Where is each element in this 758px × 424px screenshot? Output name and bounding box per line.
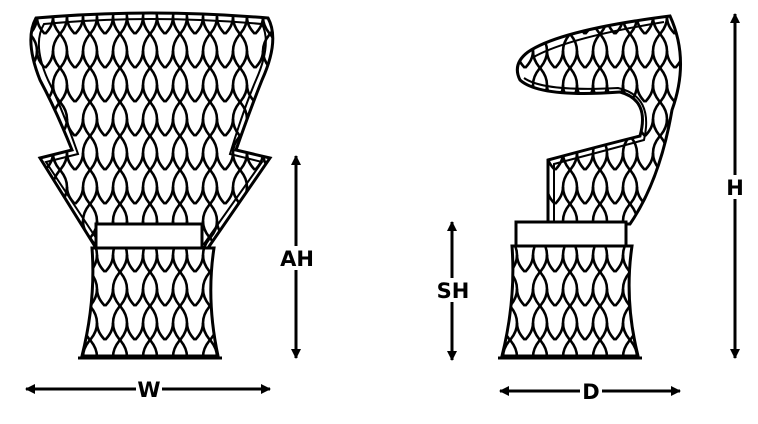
side-seat-cushion: [514, 220, 628, 248]
chair-side-view: [498, 14, 682, 360]
width-label: W: [137, 378, 160, 402]
side-base: [500, 244, 640, 358]
height-label: H: [726, 176, 744, 200]
side-backrest: [515, 14, 682, 226]
front-backrest: [29, 11, 275, 250]
seat-height-label: SH: [437, 279, 470, 303]
front-seat-cushion: [94, 222, 204, 250]
front-base: [80, 246, 220, 358]
chair-front-view: [29, 11, 275, 360]
arm-height-label: AH: [280, 247, 314, 271]
depth-label: D: [582, 380, 599, 404]
